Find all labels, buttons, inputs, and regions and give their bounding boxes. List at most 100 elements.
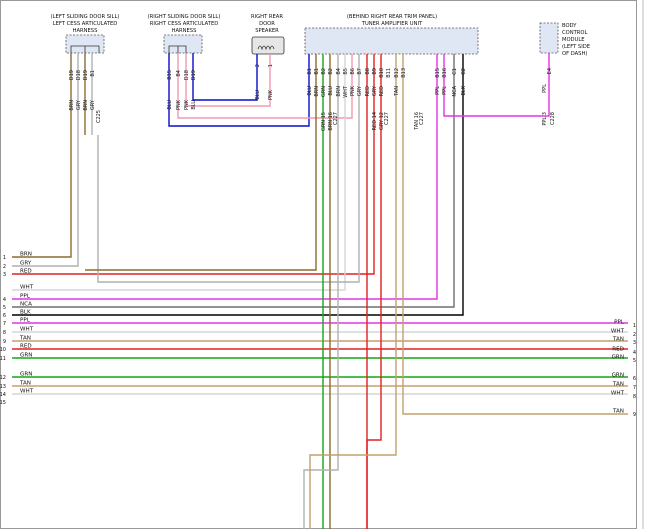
bcm-caption-line: (LEFT SIDE <box>562 44 590 50</box>
amplifier-pin-label: B8 <box>365 68 371 75</box>
wire-amp-nca <box>12 54 455 308</box>
wire-bcm-ppl <box>443 53 550 117</box>
wire-layer <box>12 53 628 529</box>
wire-drop-tan-2 <box>309 54 397 529</box>
wire-amp-gry <box>97 54 360 283</box>
amplifier-wire-label: BLU <box>328 86 334 96</box>
amplifier-wire-label: PPL <box>435 86 441 95</box>
left-harness-pin-label: D18 <box>76 70 82 80</box>
wire-amp-brn <box>85 54 317 271</box>
amplifier-pin-label: B12 <box>394 68 400 78</box>
left-wire-label: GRN <box>20 372 32 378</box>
speaker-pin-label: 2 <box>255 64 261 67</box>
right-wire-label: TAN <box>612 409 624 415</box>
speaker-caption: RIGHT REAR DOOR SPEAKER <box>251 14 283 34</box>
amplifier-pin-label: B11 <box>386 68 392 78</box>
amplifier-connector-label: BRN 16 <box>328 112 334 131</box>
bcm-caption-line: BODY <box>562 23 577 29</box>
right-wire-label: WHT <box>611 329 625 335</box>
amplifier-pin-label: C2 <box>461 68 467 75</box>
left-harness-wire-label: BRN <box>69 100 75 111</box>
right-wire-label: GRN <box>612 355 624 361</box>
right-harness-caption: (RIGHT SLIDING DOOR SILL) RIGHT CESS ART… <box>148 14 221 34</box>
amplifier-connector-label: GRY 12 <box>379 112 385 130</box>
right-wire-number: 2 <box>633 332 636 338</box>
amplifier-wire-label: RED <box>365 86 371 97</box>
label-layer: D19BRND18GRYD19BRNB1GRYC225B15BLUB4PNKD1… <box>0 64 636 418</box>
amplifier-pin-label: B13 <box>401 68 407 78</box>
amplifier-wire-label: BRN <box>336 86 342 97</box>
amplifier-connector-label: C227 <box>333 112 339 125</box>
left-wire-number: 7 <box>3 321 6 327</box>
right-harness-body <box>163 34 203 54</box>
amplifier-wire-label: PNK <box>350 85 356 96</box>
amplifier-wire-label: RED <box>379 86 385 97</box>
right-wire-label: RED <box>612 347 624 353</box>
wire-speaker-blu <box>192 53 258 101</box>
right-harness-wire-label: BLU <box>167 100 173 110</box>
wire-drop-tan <box>402 54 628 415</box>
bcm-connector-label: C228 <box>550 112 556 125</box>
speaker-icon <box>251 36 285 55</box>
left-wire-label: GRN <box>20 353 32 359</box>
left-wire-number: 11 <box>0 356 6 362</box>
amplifier-wire-label: WHT <box>343 85 349 98</box>
right-wire-label: GRN <box>612 373 624 379</box>
amplifier-unit-box <box>304 27 479 55</box>
bcm-mid-label: PPL 3 <box>542 112 548 126</box>
amplifier-connector-label: TAN 16 <box>414 112 420 131</box>
bcm-box <box>539 22 559 54</box>
right-wire-label: TAN <box>612 382 624 388</box>
wire-amp-blk <box>12 54 464 316</box>
left-wire-number: 15 <box>0 400 6 406</box>
right-harness-connector <box>163 34 203 54</box>
wire-amp-wht <box>12 54 346 291</box>
left-wire-number: 4 <box>3 297 6 303</box>
amplifier-wire-label: GRY <box>372 85 378 96</box>
speaker-body <box>251 36 285 55</box>
right-harness-pin-label: B15 <box>167 70 173 80</box>
right-wire-number: 5 <box>633 358 636 364</box>
amplifier-pin-label: C1 <box>452 68 458 75</box>
amplifier-pin-label: B15 <box>435 68 441 78</box>
left-wire-label: WHT <box>20 389 34 395</box>
left-wire-number: 14 <box>0 392 6 398</box>
amplifier-pin-label: B2 <box>328 68 334 75</box>
speaker-caption-line: RIGHT REAR <box>251 14 283 20</box>
amplifier-pin-label: B7 <box>357 68 363 75</box>
amplifier-wire-label: GRN <box>321 86 327 97</box>
speaker-coil <box>257 45 275 51</box>
amplifier-connector-label: RED 14 <box>372 112 378 130</box>
right-wire-number: 9 <box>633 412 636 418</box>
left-wire-label: TAN <box>19 381 31 387</box>
right-harness-caption-line: RIGHT CESS ARTICULATED <box>150 21 219 27</box>
left-wire-number: 10 <box>0 347 6 353</box>
bcm-caption-line: MODULE <box>562 37 585 43</box>
left-harness-connector-label: C225 <box>96 110 102 123</box>
left-harness-jumper <box>70 45 100 53</box>
amplifier-connector-label: C227 <box>419 112 425 125</box>
left-wire-number: 3 <box>3 272 6 278</box>
right-harness-pin-label: B4 <box>176 70 182 77</box>
left-wire-label: NCA <box>20 302 32 308</box>
wire-amp-pnk-loop <box>177 53 353 119</box>
bcm-caption-line: CONTROL <box>562 30 587 36</box>
right-harness-caption-line: (RIGHT SLIDING DOOR SILL) <box>148 14 221 20</box>
left-wire-number: 8 <box>3 330 6 336</box>
amplifier-connector-label: GRN 15 <box>321 112 327 131</box>
amplifier-pin-label: B16 <box>442 68 448 78</box>
amplifier-pin-label: B5 <box>343 68 349 75</box>
left-harness-caption-line: HARNESS <box>73 28 98 34</box>
left-wire-label: WHT <box>20 327 34 333</box>
amplifier-pin-label: B4 <box>336 68 342 75</box>
right-wire-number: 1 <box>633 323 636 329</box>
left-wire-number: 13 <box>0 384 6 390</box>
right-wire-label: PPL <box>614 320 625 326</box>
right-wire-number: 6 <box>633 376 636 382</box>
amplifier-pin-label: B9 <box>372 68 378 75</box>
left-wire-label: PPL <box>20 294 31 300</box>
left-wire-number: 2 <box>3 264 6 270</box>
right-wire-number: 4 <box>633 350 636 356</box>
